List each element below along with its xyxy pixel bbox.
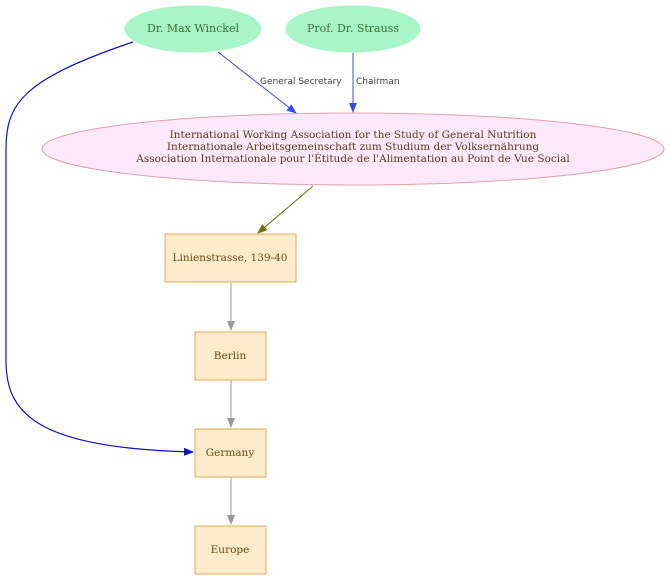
node-label: Berlin: [214, 350, 247, 362]
node-shape: [194, 525, 267, 575]
node-label: Europe: [211, 544, 250, 556]
node-europe[interactable]: Europe: [194, 525, 267, 575]
node-label: Dr. Max Winckel: [147, 22, 239, 35]
edge-winckel-to-association: General Secretary: [217, 51, 342, 114]
edge-line: [217, 51, 297, 114]
node-label-line-german: Internationale Arbeitsgemeinschaft zum S…: [167, 141, 539, 153]
node-berlin[interactable]: Berlin: [194, 331, 267, 381]
node-international-working-association[interactable]: International Working Association for th…: [41, 112, 665, 186]
node-shape: [164, 233, 297, 283]
node-shape: [194, 428, 267, 478]
node-linienstrasse[interactable]: Linienstrasse, 139-40: [164, 233, 297, 283]
node-label-line-english: International Working Association for th…: [170, 129, 537, 141]
node-label-line-french: Association Internationale pour l'Étitud…: [135, 151, 570, 165]
edge-label-chairman: Chairman: [356, 77, 400, 87]
edge-label-general-secretary: General Secretary: [260, 77, 342, 87]
node-label: Germany: [206, 447, 255, 459]
node-prof-dr-strauss[interactable]: Prof. Dr. Strauss: [285, 5, 421, 53]
node-shape: [124, 5, 262, 53]
edge-association-to-linienstrasse: [257, 185, 314, 234]
node-shape: [41, 112, 665, 186]
node-dr-max-winckel[interactable]: Dr. Max Winckel: [124, 5, 262, 53]
node-shape: [285, 5, 421, 53]
edge-winckel-to-germany: [5, 41, 194, 456]
edge-strauss-to-association: Chairman: [349, 53, 400, 113]
node-label: Prof. Dr. Strauss: [307, 22, 399, 35]
edges: General Secretary Chairman: [5, 41, 400, 525]
nodes: Dr. Max Winckel Prof. Dr. Strauss Intern…: [41, 5, 665, 575]
node-germany[interactable]: Germany: [194, 428, 267, 478]
node-label: Linienstrasse, 139-40: [173, 252, 288, 264]
node-shape: [194, 331, 267, 381]
